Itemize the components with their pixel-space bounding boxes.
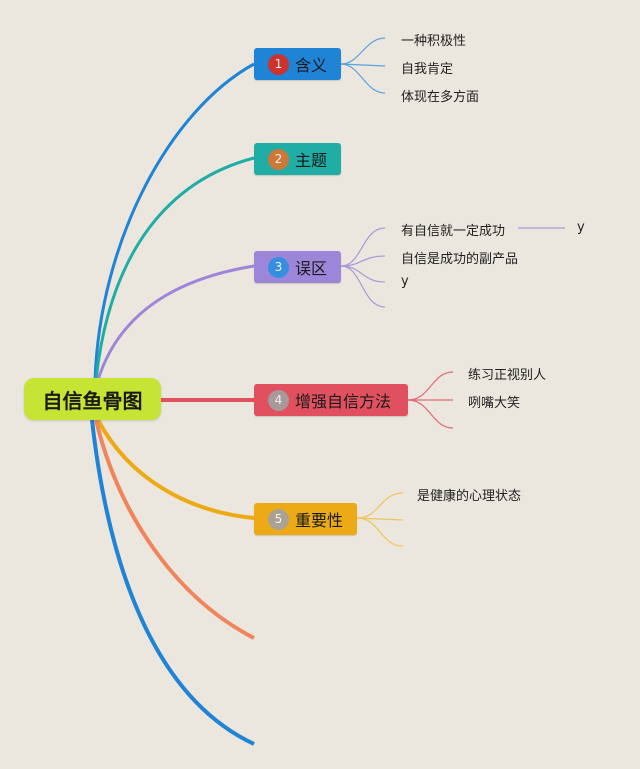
leaf-5-1[interactable]: 是健康的心理状态 [417, 489, 522, 504]
leaf-1-2[interactable]: 自我肯定 [401, 62, 454, 77]
branch-line-5 [96, 419, 255, 520]
branch-node-4[interactable]: 4 增强自信方法 [254, 384, 408, 416]
branch-line-3 [96, 264, 255, 381]
leaf-line-4-1 [407, 371, 454, 401]
branch-number-badge: 2 [268, 148, 289, 170]
leaf-3-3[interactable]: y [401, 274, 409, 289]
leaf-line-3-3 [340, 265, 386, 283]
branch-label: 误区 [295, 259, 328, 278]
branch-node-2[interactable]: 2 主题 [254, 143, 341, 175]
branch-line-extra-blue [90, 419, 255, 746]
leaf-line-5-1 [356, 492, 404, 519]
branch-number-badge: 1 [268, 53, 289, 75]
leaf-4-2[interactable]: 咧嘴大笑 [468, 396, 521, 411]
leaf-line-4-3 [407, 399, 454, 429]
leaf-line-1-3 [340, 63, 386, 94]
branch-line-1 [93, 62, 255, 381]
leaf-line-1-1 [340, 37, 386, 65]
branch-label: 含义 [295, 56, 328, 75]
leaf-line-3-4 [340, 265, 386, 308]
branch-label: 增强自信方法 [295, 392, 392, 411]
branch-node-5[interactable]: 5 重要性 [254, 503, 357, 535]
leaf-line-1-2 [340, 63, 386, 67]
branch-label: 主题 [295, 151, 328, 170]
branch-number-badge: 3 [268, 256, 289, 278]
leaf-4-1[interactable]: 练习正视别人 [468, 368, 547, 383]
leaf-3-1[interactable]: 有自信就一定成功 [401, 224, 506, 239]
branch-number-badge: 4 [268, 389, 289, 411]
branch-number-badge: 5 [268, 508, 289, 530]
leaf-line-3-1 [340, 227, 386, 267]
root-node[interactable]: 自信鱼骨图 [24, 378, 161, 420]
branch-node-3[interactable]: 3 误区 [254, 251, 341, 283]
leaf-1-3[interactable]: 体现在多方面 [401, 90, 480, 105]
leaf-line-5-2 [356, 517, 404, 521]
leaf-line-5-3 [356, 517, 404, 547]
leaf-1-1[interactable]: 一种积极性 [401, 34, 467, 49]
branch-label: 重要性 [295, 511, 344, 530]
sub-leaf-3[interactable]: y [577, 220, 585, 235]
root-label: 自信鱼骨图 [42, 388, 143, 413]
branch-node-1[interactable]: 1 含义 [254, 48, 341, 80]
leaf-3-2[interactable]: 自信是成功的副产品 [401, 252, 519, 267]
branch-line-extra-orange [94, 419, 255, 640]
branch-line-2 [94, 156, 255, 381]
